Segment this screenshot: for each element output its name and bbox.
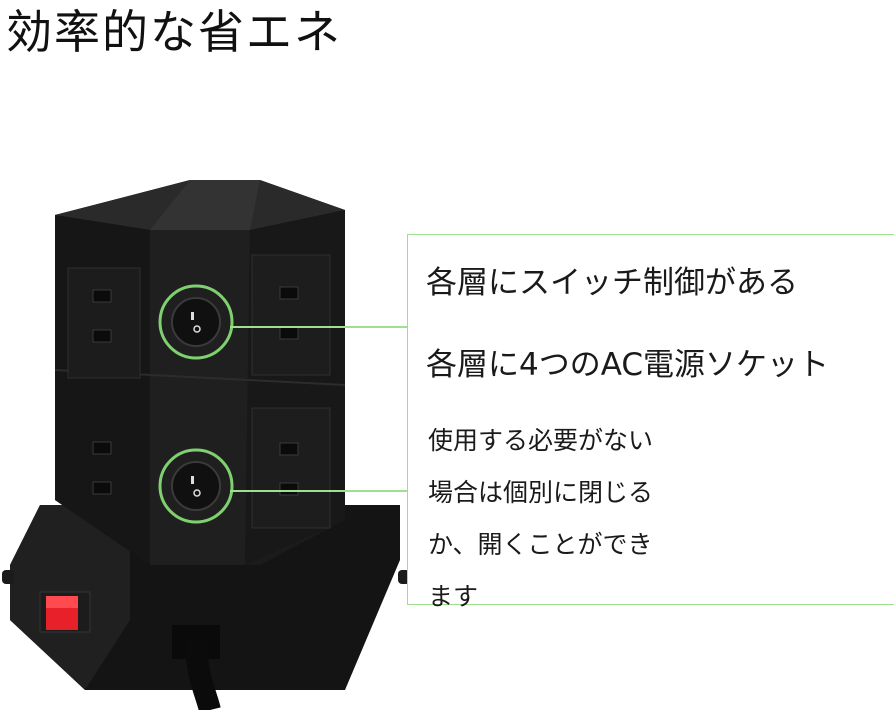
master-power-switch-icon <box>39 591 91 633</box>
rocker-switch-icon <box>158 284 234 360</box>
callout-pointer-line <box>230 326 408 328</box>
feature-switch-control: 各層にスイッチ制御がある <box>426 265 798 301</box>
callout-box: 各層にスイッチ制御がある 各層に4つのAC電源ソケット 使用する必要がない 場合… <box>407 234 894 611</box>
power-strip-tower-image <box>2 180 410 710</box>
feature-description: 使用する必要がない 場合は個別に閉じる か、開くことができ ます <box>428 426 654 611</box>
callout-pointer-line <box>230 490 408 492</box>
page-title: 効率的な省エネ <box>6 5 342 59</box>
ac-outlet-icon <box>92 441 112 495</box>
ac-outlet-icon <box>251 254 331 376</box>
ac-outlet-icon <box>251 407 331 529</box>
ac-outlet-icon <box>67 267 141 379</box>
feature-ac-sockets: 各層に4つのAC電源ソケット <box>426 347 830 383</box>
rocker-switch-icon <box>158 448 234 524</box>
